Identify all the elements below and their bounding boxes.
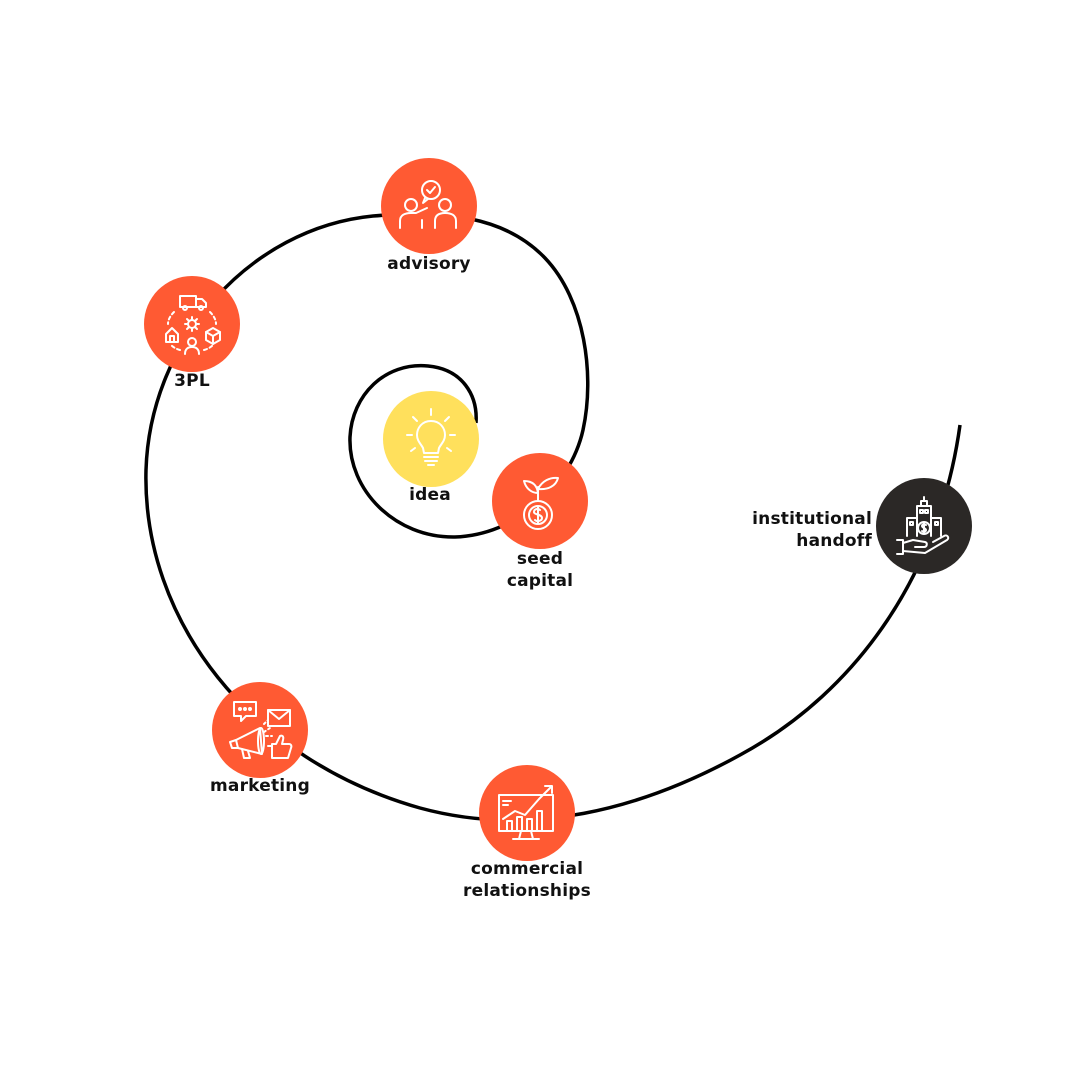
seed-capital-label-line-2: capital	[506, 571, 574, 591]
3pl-label-line: 3PL	[174, 371, 210, 391]
commercial-relationships-label: commercial relationships	[437, 858, 617, 902]
3pl-label: 3PL	[142, 370, 242, 392]
logistics-cycle-icon	[165, 295, 221, 355]
seed-capital-label: seed capital	[470, 548, 610, 592]
advisory-label: advisory	[359, 253, 499, 275]
marketing-node	[212, 682, 308, 778]
commercial-relationships-node	[479, 765, 575, 861]
advisory-label-line: advisory	[387, 254, 471, 274]
3pl-node	[144, 276, 240, 372]
commercial-relationships-label-line-1: commercial	[470, 859, 584, 879]
consulting-people-icon	[399, 180, 457, 229]
institutional-handoff-label: institutional handoff	[690, 508, 872, 552]
institutional-handoff-label-line-1: institutional	[752, 509, 872, 529]
seed-capital-node	[492, 453, 588, 549]
marketing-label: marketing	[190, 775, 330, 797]
megaphone-icon	[229, 701, 293, 759]
institutional-handoff-node	[876, 478, 972, 574]
lightbulb-icon	[406, 408, 456, 466]
institutional-handoff-label-line-2: handoff	[796, 531, 872, 551]
advisory-node	[381, 158, 477, 254]
plant-coin-icon	[523, 476, 559, 530]
marketing-label-line: marketing	[210, 776, 310, 796]
building-hand-icon	[896, 496, 950, 555]
idea-label: idea	[380, 484, 480, 506]
idea-node	[383, 391, 479, 487]
commercial-relationships-label-line-2: relationships	[463, 881, 591, 901]
idea-label-line: idea	[409, 485, 451, 505]
seed-capital-label-line-1: seed	[516, 549, 564, 569]
growth-chart-monitor-icon	[498, 785, 554, 840]
